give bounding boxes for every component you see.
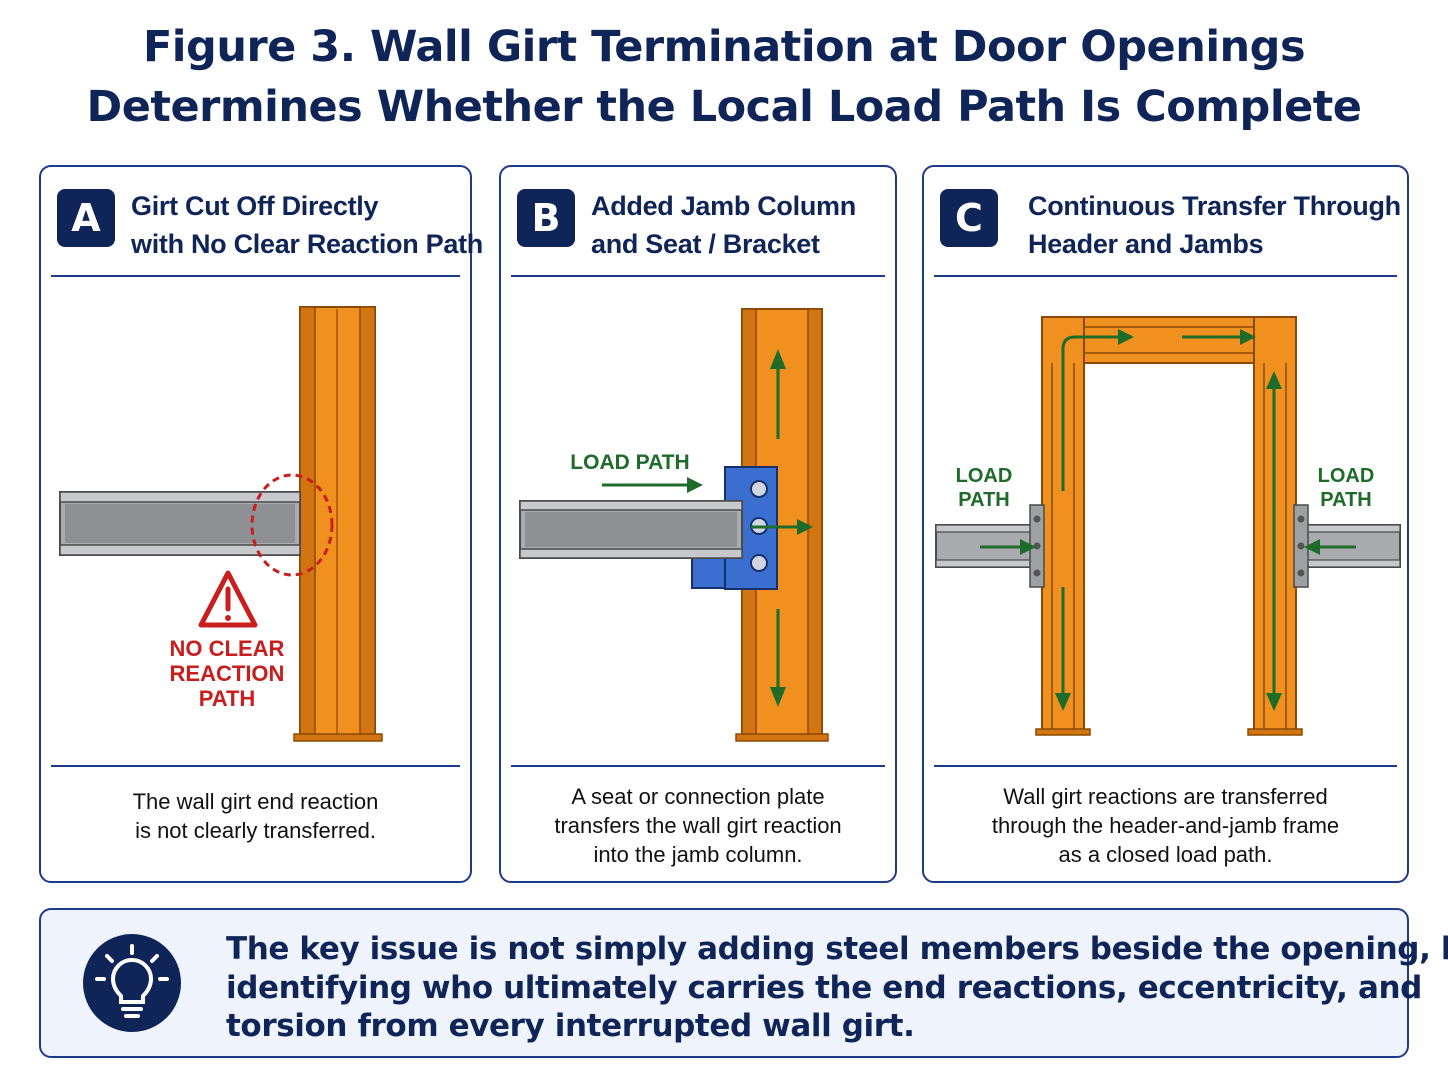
header-arrow-curve <box>1061 329 1134 491</box>
column-up-arrow <box>770 349 786 439</box>
caption-line: is not clearly transferred. <box>135 818 376 843</box>
header-jamb-frame-illustration: LOAD PATH LOAD PATH <box>935 316 1401 736</box>
left-label-line-1: LOAD <box>956 465 1013 487</box>
caption-line: as a closed load path. <box>1058 842 1273 867</box>
warning-label-line-1: NO CLEAR <box>170 636 285 661</box>
jamb-seat-illustration: LOAD PATH <box>519 308 829 742</box>
panel-a: A Girt Cut Off Directly with No Clear Re… <box>39 165 483 883</box>
girt-graphic <box>59 491 301 556</box>
key-message-line: The key issue is not simply adding steel… <box>226 931 1448 967</box>
left-jamb-down-arrow <box>1055 587 1071 711</box>
right-jamb-arrow <box>1266 371 1282 711</box>
warning-label-line-2: REACTION <box>170 661 285 686</box>
panel-caption: Wall girt reactions are transferred thro… <box>924 782 1407 869</box>
key-message-line: identifying who ultimately carries the e… <box>226 969 1422 1006</box>
panel-title: Continuous Transfer Through Header and J… <box>1028 187 1401 263</box>
left-girt-arrow <box>980 539 1036 555</box>
caption-line: A seat or connection plate <box>571 784 825 809</box>
caption-line: Wall girt reactions are transferred <box>1003 784 1328 809</box>
panel-title-line-1: Girt Cut Off Directly <box>131 191 379 221</box>
girt-cutoff-illustration: NO CLEAR REACTION PATH <box>59 306 383 742</box>
panel-title-line-1: Added Jamb Column <box>591 191 856 221</box>
left-label-line-2: PATH <box>958 489 1009 511</box>
divider <box>511 275 885 277</box>
panel-c: C Continuous Transfer Through Header and… <box>922 165 1409 883</box>
right-label-line-2: PATH <box>1320 489 1371 511</box>
caption-line: through the header-and-jamb frame <box>991 813 1340 838</box>
door-frame-graphic <box>1035 316 1303 736</box>
warning-icon <box>198 570 258 628</box>
panel-badge: A <box>57 189 115 247</box>
caption-line: The wall girt end reaction <box>132 789 379 814</box>
figure-title-line-1: Figure 3. Wall Girt Termination at Door … <box>142 22 1306 72</box>
panel-caption: A seat or connection plate transfers the… <box>501 782 895 869</box>
load-path-label: LOAD PATH <box>570 451 689 474</box>
figure-title-line-2: Determines Whether the Local Load Path I… <box>86 82 1362 132</box>
divider <box>934 275 1397 277</box>
column-graphic <box>293 306 383 742</box>
divider <box>511 765 885 767</box>
panel-title-line-1: Continuous Transfer Through <box>1028 191 1401 221</box>
panel-badge: B <box>517 189 575 247</box>
divider <box>51 765 460 767</box>
panel-title-line-2: Header and Jambs <box>1028 229 1264 259</box>
right-label-line-1: LOAD <box>1318 465 1375 487</box>
warning-label-line-3: PATH <box>199 686 256 711</box>
panel-title-line-2: and Seat / Bracket <box>591 229 820 259</box>
divider <box>934 765 1397 767</box>
key-message-line: torsion from every interrupted wall girt… <box>226 1008 915 1044</box>
panel-title: Girt Cut Off Directly with No Clear Reac… <box>131 187 483 263</box>
problem-circle <box>250 473 334 577</box>
panel-badge: C <box>940 189 998 247</box>
caption-line: into the jamb column. <box>593 842 803 867</box>
right-girt-arrow <box>1304 539 1356 555</box>
panel-b: B Added Jamb Column and Seat / Bracket L… <box>499 165 897 883</box>
key-message-text: The key issue is not simply adding steel… <box>226 930 1448 1046</box>
panel-caption: The wall girt end reaction is not clearl… <box>41 787 470 845</box>
panel-title-line-2: with No Clear Reaction Path <box>131 229 483 259</box>
reaction-arrow <box>751 519 813 535</box>
caption-line: transfers the wall girt reaction <box>554 813 842 838</box>
key-message-box: The key issue is not simply adding steel… <box>39 908 1448 1058</box>
header-arrow <box>1182 329 1256 345</box>
girt-graphic <box>519 500 743 559</box>
lightbulb-icon <box>83 934 181 1032</box>
divider <box>51 275 460 277</box>
load-path-arrow <box>602 477 703 493</box>
column-down-arrow <box>770 609 786 707</box>
panel-title: Added Jamb Column and Seat / Bracket <box>591 187 885 263</box>
